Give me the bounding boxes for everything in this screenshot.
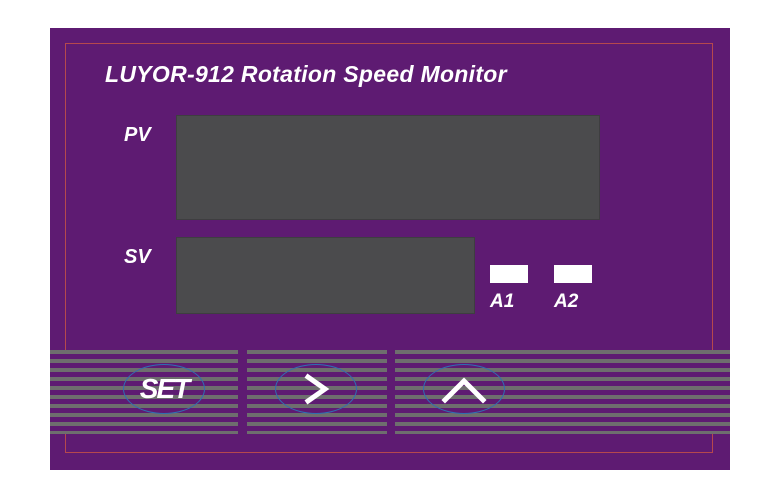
pv-display — [176, 115, 600, 220]
set-button-label: SET — [139, 373, 190, 404]
chevron-right-icon — [304, 373, 330, 405]
alarm-a2-label: A2 — [554, 291, 579, 312]
panel-border — [65, 43, 713, 453]
chevron-up-icon — [441, 377, 487, 404]
up-button[interactable] — [423, 364, 505, 414]
sv-label: SV — [124, 246, 151, 268]
pv-label: PV — [124, 124, 151, 146]
alarm-a1-label: A1 — [490, 291, 515, 312]
shift-button[interactable] — [275, 364, 357, 414]
controller-panel: LUYOR-912 Rotation Speed Monitor PV SV A… — [50, 28, 730, 470]
alarm-a2-indicator — [554, 265, 592, 283]
set-button[interactable]: SET — [123, 364, 205, 414]
sv-display — [176, 237, 475, 314]
alarm-a1-indicator — [490, 265, 528, 283]
device-title: LUYOR-912 Rotation Speed Monitor — [105, 61, 507, 87]
